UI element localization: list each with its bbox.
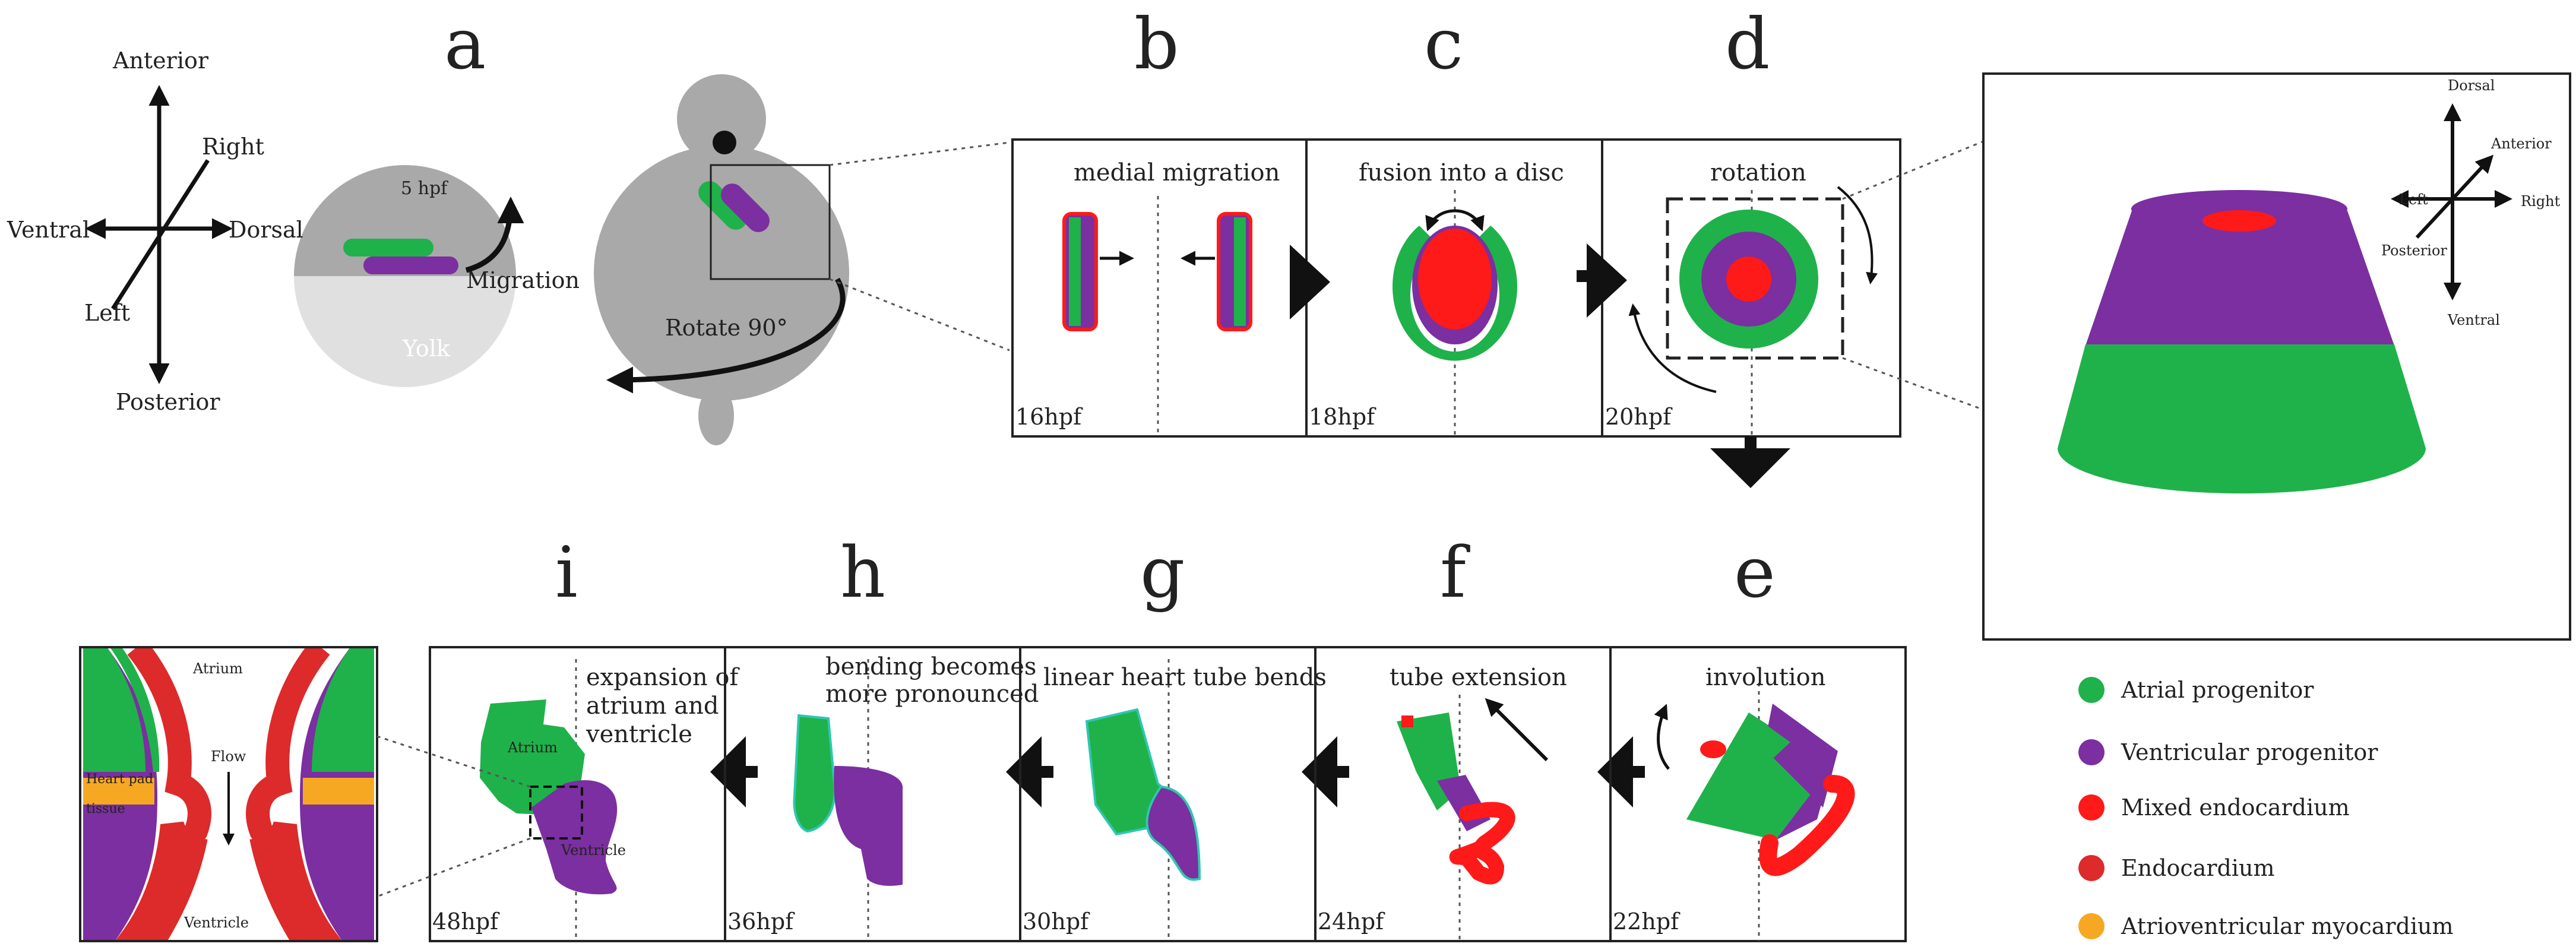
inset-ventricle-label: Ventricle <box>184 914 249 931</box>
panel-letter-c: c <box>1424 3 1464 85</box>
axis-dorsal-label: Dorsal <box>229 217 303 243</box>
stage-e-hpf: 22hpf <box>1613 908 1679 935</box>
rotate-label: Rotate 90° <box>665 315 788 341</box>
axis-ventral-label: Ventral <box>7 217 90 243</box>
legend-swatch-atrial <box>2078 677 2105 703</box>
panel-letter-d: d <box>1725 3 1770 85</box>
panel-letter-h: h <box>840 531 885 613</box>
main-axes <box>85 85 233 384</box>
stage-5hpf-label: 5 hpf <box>401 178 448 199</box>
axis-right-label: Right <box>202 134 264 160</box>
legend-label-mixed-endocardium: Mixed endocardium <box>2121 794 2350 821</box>
axis-left-label: Left <box>84 300 131 326</box>
migration-label: Migration <box>466 267 580 293</box>
stage-d-title: rotation <box>1710 159 1806 186</box>
stage-c-graphic <box>1393 209 1517 361</box>
embryo-5hpf <box>294 165 524 387</box>
stage-i-title-1: expansion of <box>586 664 739 691</box>
yolk-label: Yolk <box>403 335 450 362</box>
cone-box <box>1982 72 2571 641</box>
embryo-rotated <box>594 74 1010 445</box>
stage-f-title: tube extension <box>1390 664 1567 691</box>
stage-c-title: fusion into a disc <box>1359 159 1564 186</box>
stage-e-title: involution <box>1705 664 1826 691</box>
stage-f-hpf: 24hpf <box>1318 908 1384 935</box>
stage-b-hpf: 16hpf <box>1015 404 1082 430</box>
stage-c-hpf: 18hpf <box>1309 404 1375 430</box>
stage-i-hpf: 48hpf <box>432 908 499 935</box>
stage-g-hpf: 30hpf <box>1023 908 1089 935</box>
inset-pad-label-1: Heart pad <box>86 772 153 787</box>
panel-letter-i: i <box>555 531 578 613</box>
legend-item-endocardium: Endocardium <box>2078 855 2275 881</box>
flow-arrows <box>710 243 1790 808</box>
legend-swatch-endocardium <box>2078 855 2105 881</box>
inset-flow-label: Flow <box>211 748 246 765</box>
axis-anterior-label: Anterior <box>113 48 209 74</box>
cone-posterior-label: Posterior <box>2381 242 2447 259</box>
stage-i-graphic <box>376 699 618 898</box>
cone-anterior-label: Anterior <box>2491 135 2552 152</box>
inset-atrium-label: Atrium <box>193 660 243 677</box>
panel-letter-f: f <box>1440 531 1466 613</box>
stage-d-graphic <box>1628 140 1984 411</box>
stage-i-title-3: ventricle <box>586 721 692 748</box>
cone-ventral-label: Ventral <box>2448 312 2500 328</box>
cone-right-label: Right <box>2521 193 2561 210</box>
legend-item-av-myocardium: Atrioventricular myocardium <box>2078 913 2454 939</box>
legend-label-av-myocardium: Atrioventricular myocardium <box>2121 913 2454 939</box>
legend-item-ventricular: Ventricular progenitor <box>2078 739 2378 765</box>
legend-swatch-mixed-endocardium <box>2078 794 2105 821</box>
stage-b-graphic <box>1062 212 1252 331</box>
stage-h-title-1: bending becomes <box>825 653 1037 680</box>
panel-letter-g: g <box>1140 531 1185 613</box>
stage-h-title-2: more pronounced <box>825 680 1039 708</box>
stage-h-hpf: 36hpf <box>727 908 794 935</box>
panel-letter-a: a <box>444 3 486 85</box>
stage-e-graphic <box>1654 704 1855 876</box>
legend-swatch-av-myocardium <box>2078 913 2105 939</box>
ventricle-label: Ventricle <box>561 842 626 859</box>
stage-f-graphic <box>1397 698 1549 885</box>
stage-g-graphic <box>1085 708 1201 881</box>
legend-label-endocardium: Endocardium <box>2121 855 2275 881</box>
panel-letter-b: b <box>1134 3 1179 85</box>
legend-swatch-ventricular <box>2078 739 2105 765</box>
legend-label-ventricular: Ventricular progenitor <box>2121 739 2378 765</box>
stage-h-graphic <box>793 714 903 886</box>
legend-label-atrial: Atrial progenitor <box>2121 677 2314 703</box>
stage-b-title: medial migration <box>1074 159 1280 186</box>
inset-pad-label-2: tissue <box>86 802 125 816</box>
panel-letter-e: e <box>1734 531 1776 613</box>
stage-g-title: linear heart tube bends <box>1043 664 1327 691</box>
legend-item-atrial: Atrial progenitor <box>2078 677 2314 703</box>
stage-i-title-2: atrium and <box>586 692 719 720</box>
inset-i-graphic <box>83 648 374 940</box>
legend-item-mixed-endocardium: Mixed endocardium <box>2078 794 2350 821</box>
cone-dorsal-label: Dorsal <box>2448 77 2495 94</box>
atrium-label: Atrium <box>508 739 558 756</box>
stage-d-hpf: 20hpf <box>1605 404 1672 430</box>
cone-left-label: Left <box>2399 191 2428 208</box>
axis-posterior-label: Posterior <box>116 389 220 415</box>
